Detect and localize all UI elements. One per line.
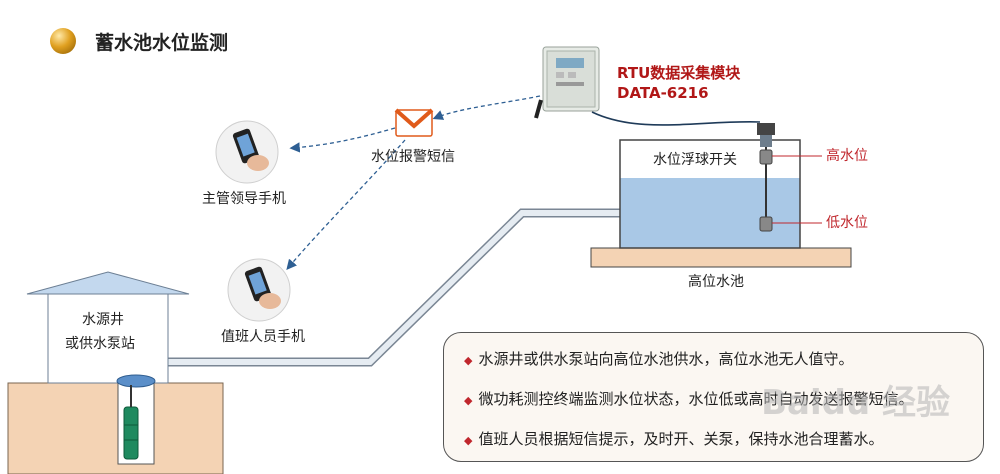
- high-level-label: 高水位: [826, 148, 868, 164]
- well-cap: [116, 374, 156, 388]
- tank-name-label: 高位水池: [688, 274, 744, 290]
- info-text: 值班人员根据短信提示，及时开、关泵，保持水池合理蓄水。: [478, 430, 884, 448]
- info-text: 水源井或供水泵站向高位水池供水，高位水池无人值守。: [478, 350, 854, 368]
- diamond-bullet-icon: ◆: [464, 394, 473, 407]
- station-label-line2: 或供水泵站: [65, 336, 135, 352]
- diamond-bullet-icon: ◆: [464, 354, 473, 367]
- watermark: Baidu 经验: [761, 383, 950, 423]
- manager-phone-label: 主管领导手机: [202, 191, 286, 207]
- rtu-label-line2: DATA-6216: [617, 84, 709, 102]
- low-level-label: 低水位: [826, 215, 868, 231]
- arrow-rtu-to-sms: [432, 95, 541, 120]
- info-item: ◆ 值班人员根据短信提示，及时开、关泵，保持水池合理蓄水。: [464, 423, 983, 463]
- float-high: [759, 149, 773, 165]
- info-box: ◆ 水源井或供水泵站向高位水池供水，高位水池无人值守。 ◆ 微功耗测控终端监测水位状…: [443, 332, 984, 462]
- rtu-label-line1: RTU数据采集模块: [617, 64, 741, 82]
- tank-wall: [619, 139, 801, 249]
- page-title: 蓄水池水位监测: [95, 32, 229, 54]
- diamond-bullet-icon: ◆: [464, 434, 473, 447]
- duty-phone-label: 值班人员手机: [221, 329, 305, 345]
- arrow-sms-to-manager: [289, 127, 396, 153]
- pump-body: [123, 406, 139, 460]
- float-switch-label: 水位浮球开关: [653, 152, 737, 168]
- ground-block: [7, 382, 224, 474]
- bullet-ball-icon: [50, 28, 76, 54]
- float-low: [759, 216, 773, 232]
- tank-base: [590, 247, 852, 268]
- station-label-line1: 水源井: [82, 312, 124, 328]
- signal-cable: [591, 111, 761, 126]
- rtu-module-icon: [534, 46, 600, 119]
- info-item: ◆ 水源井或供水泵站向高位水池供水，高位水池无人值守。: [464, 343, 983, 383]
- sms-label: 水位报警短信: [371, 149, 455, 165]
- info-item: ◆ 微功耗测控终端监测水位状态，水位低或高时自动发送报警短信。: [464, 383, 983, 423]
- tank-water: [620, 178, 800, 248]
- float-switch-head: [757, 123, 775, 135]
- info-text: 微功耗测控终端监测水位状态，水位低或高时自动发送报警短信。: [478, 390, 914, 408]
- arrow-sms-to-duty: [286, 139, 406, 270]
- station-house: [47, 293, 169, 384]
- sms-envelope-icon: [394, 108, 434, 137]
- rtu-label: RTU数据采集模块 DATA-6216: [617, 63, 740, 103]
- station-roof: [26, 271, 190, 295]
